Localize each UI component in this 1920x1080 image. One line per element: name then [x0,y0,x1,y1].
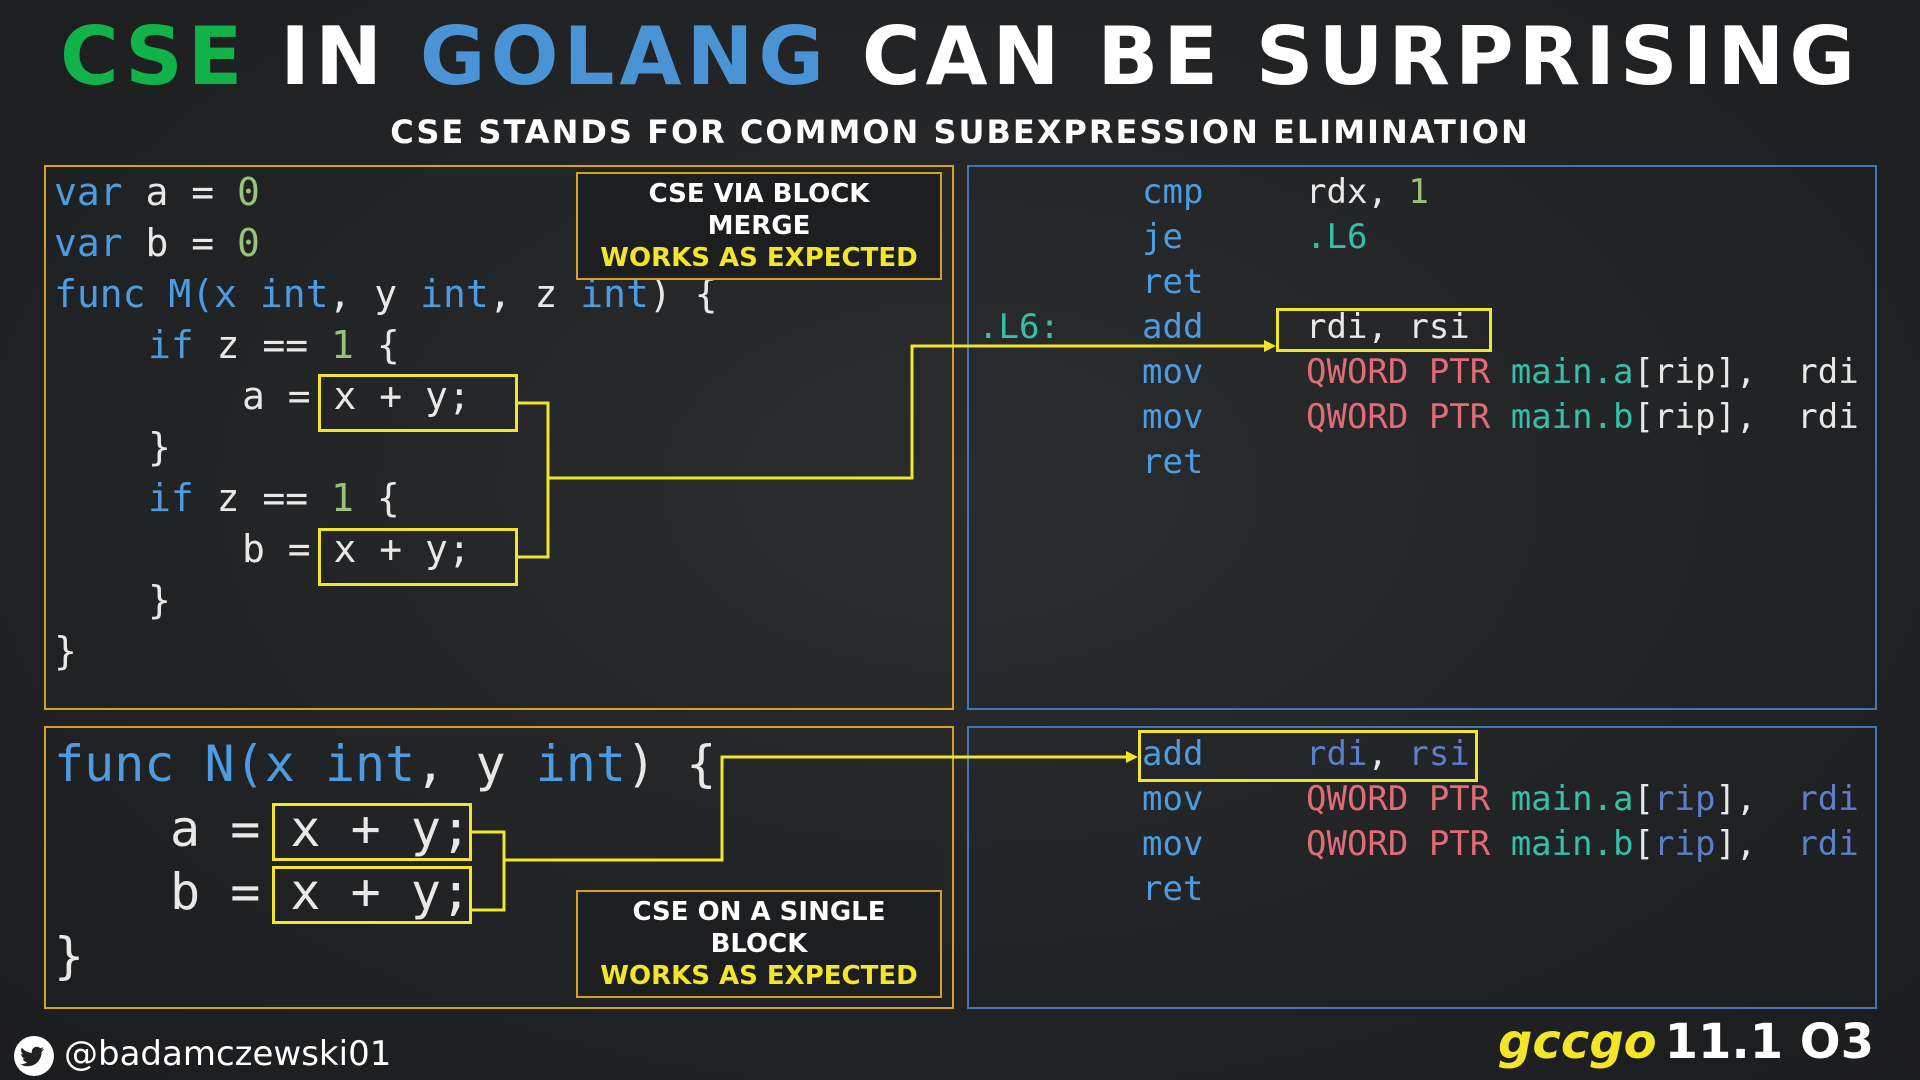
asm-highlight-add [1276,308,1492,352]
top-go-code: var a = 0 var b = 0 func M(x int, y int,… [54,170,934,690]
twitter-bird-icon [14,1035,54,1076]
asm-line: je [1142,217,1183,257]
bottom-code-panel [44,726,954,1009]
asm-label: .L6: [978,307,1060,347]
title-golang: GOLANG [419,10,830,103]
code-line: } [54,927,85,985]
code-line: a = x + y; [242,374,471,418]
asm-highlight-bottom-add [1138,730,1478,782]
asm-line: add [1142,734,1204,774]
brand-gccgo: gccgo [1498,1014,1657,1070]
code-line: var b = 0 [54,221,260,265]
top-arrowhead [1264,340,1276,352]
bottom-go-code: func N(x int, y int) { a = x + y; b = x … [54,735,934,995]
asm-line: ret [1142,442,1204,482]
asm-line: rdi, rsi [1306,734,1470,774]
asm-line: mov [1142,397,1204,437]
code-line: func N(x int, y int) { [54,735,717,793]
slide-subtitle: CSE STANDS FOR COMMON SUBEXPRESSION ELIM… [390,113,1530,151]
asm-line: mov [1142,824,1204,864]
code-line: } [148,425,171,469]
asm-line: ret [1142,869,1204,909]
bottom-bracket [472,830,506,912]
asm-line: QWORD PTR main.b[rip], rdi [1306,397,1859,437]
title-in: IN [247,10,420,103]
expr-highlight-bottom-a [272,803,472,861]
expr-highlight-b [318,528,518,586]
asm-line: rdx, 1 [1306,172,1429,212]
top-code-panel [44,165,954,710]
asm-line: QWORD PTR main.a[rip], rdi [1306,352,1859,392]
asm-line: QWORD PTR main.a[rip], rdi [1306,779,1859,819]
asm-line: mov [1142,779,1204,819]
asm-line: add [1142,307,1204,347]
asm-line: mov [1142,352,1204,392]
code-line: var a = 0 [54,170,260,214]
code-line: if z == 1 { [148,323,400,367]
asm-line: rdi, rsi [1306,307,1470,347]
bottom-asm-code: add rdi, rsi mov QWORD PTR main.a[rip], … [978,734,1868,994]
twitter-handle: @badamczewski01 [14,1032,391,1076]
brand-version: 11.1 O3 [1664,1014,1874,1070]
code-line: } [148,578,171,622]
top-asm-panel [967,165,1877,710]
code-line: } [54,629,77,673]
top-callout: CSE VIA BLOCK MERGE WORKS AS EXPECTED [576,172,942,280]
handle-text: @badamczewski01 [64,1034,392,1074]
bottom-connector [504,755,1128,862]
slide-title: CSE IN GOLANG CAN BE SURPRISING [0,12,1920,102]
code-line: b = x + y; [242,527,471,571]
asm-line: .L6 [1306,217,1368,257]
bottom-arrowhead [1126,751,1138,763]
title-cse: CSE [59,10,248,103]
bottom-callout: CSE ON A SINGLE BLOCK WORKS AS EXPECTED [576,890,942,998]
expr-highlight-bottom-b [272,866,472,924]
bottom-asm-panel [967,726,1877,1009]
asm-line: QWORD PTR main.b[rip], rdi [1306,824,1859,864]
top-bracket [518,401,550,559]
expr-highlight-a [318,374,518,432]
code-line: if z == 1 { [148,476,400,520]
code-line: b = x + y; [170,863,472,921]
asm-line: ret [1142,262,1204,302]
top-connector [548,344,1266,480]
asm-line: cmp [1142,172,1204,212]
top-asm-code: cmp rdx, 1 je .L6 ret .L6: add rdi, rsi … [978,172,1868,692]
code-line: a = x + y; [170,800,472,858]
title-rest: CAN BE SURPRISING [829,10,1860,103]
